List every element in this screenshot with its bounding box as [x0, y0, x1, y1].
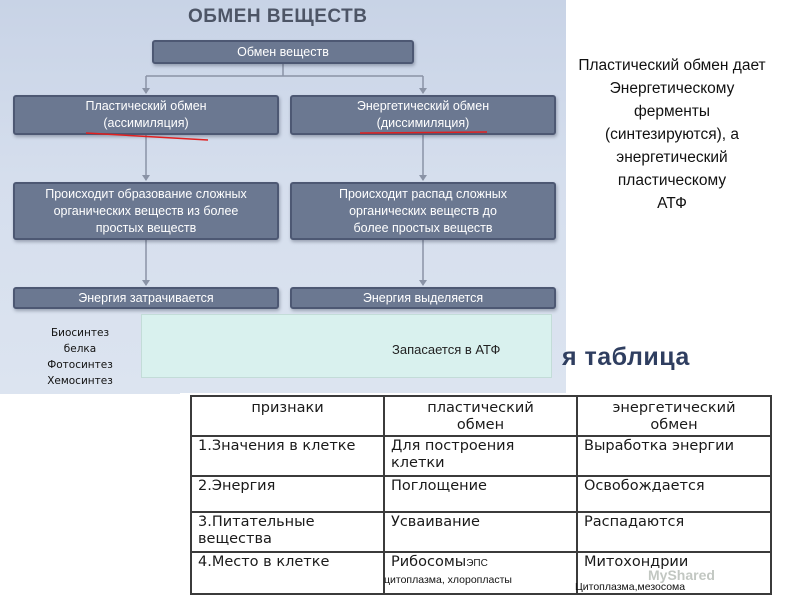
red-underlines — [85, 131, 488, 141]
dissimilation-label: (диссимиляция) — [376, 116, 470, 130]
plastic-desc-line: простых веществ — [95, 220, 197, 235]
underline-dissimilation — [359, 131, 488, 134]
table-cell: 4.Место в клетке — [190, 551, 385, 595]
energy-consumed-box: Энергия затрачивается — [13, 287, 279, 309]
arrow-head — [419, 175, 427, 181]
arrow-head — [142, 88, 150, 94]
energy-desc-line: более простых веществ — [353, 220, 493, 235]
note-line: Энергетическому — [609, 80, 735, 97]
table-row: 1.Значения в клетке Для построения клетк… — [190, 435, 772, 477]
energy-released-box: Энергия выделяется — [290, 287, 556, 309]
comparison-table-panel: признаки пластический обмен энергетическ… — [180, 393, 780, 598]
table-cell: Распадаются — [576, 511, 772, 553]
process-item: Биосинтез — [50, 327, 110, 339]
underline-assimilation — [85, 132, 209, 141]
energy-released-label: Энергия выделяется — [362, 290, 484, 305]
metabolism-label: Обмен веществ — [237, 44, 329, 59]
note-line: ферменты — [633, 103, 711, 120]
note-line: энергетический — [616, 149, 728, 166]
cytoplasm-chloroplasts-note: цитоплазма, хлоропласты — [384, 574, 512, 586]
plastic-description-box: Происходит образование сложных органичес… — [13, 182, 279, 240]
watermark-logo: MyShared — [648, 567, 715, 583]
plastic-desc-line: Происходит образование сложных — [45, 186, 247, 201]
plastic-exchange-box: Пластический обмен (ассимиляция) — [13, 95, 279, 135]
header-criteria: признаки — [190, 395, 385, 437]
atp-storage-label: Запасается в АТФ — [392, 342, 501, 357]
energy-desc-line: органических веществ до — [349, 203, 497, 218]
note-line: (синтезируются), а — [604, 126, 740, 143]
process-item: Хемосинтез — [47, 375, 113, 387]
table-cell: Освобождается — [576, 475, 772, 513]
process-list: Биосинтез белка Фотосинтез Хемосинтез — [40, 325, 120, 389]
table-row: 4.Место в клетке РибосомыЭПС Митохондрии — [190, 551, 772, 595]
assimilation-label: (ассимиляция) — [103, 116, 189, 130]
table-header-row: признаки пластический обмен энергетическ… — [190, 395, 772, 437]
energy-desc-line: Происходит распад сложных — [338, 186, 508, 201]
diagram-panel: ОБМЕН ВЕЩЕСТВ Обмен веществ Пластический… — [0, 0, 566, 394]
eps-text: ЭПС — [466, 558, 488, 569]
table-cell: Выработка энергии — [576, 435, 772, 477]
table-title: я таблица — [562, 343, 690, 371]
note-line: пластическому — [617, 172, 727, 189]
table-cell: 1.Значения в клетке — [190, 435, 385, 477]
arrow-head — [142, 280, 150, 286]
diagram-title: ОБМЕН ВЕЩЕСТВ — [188, 6, 368, 27]
arrow-head — [142, 175, 150, 181]
header-energy: энергетический обмен — [576, 395, 772, 437]
energy-description-box: Происходит распад сложных органических в… — [290, 182, 556, 240]
atp-storage-box — [141, 314, 552, 378]
table-cell: Для построения клетки — [383, 435, 578, 477]
arrow-head — [419, 88, 427, 94]
process-item: Фотосинтез — [47, 359, 113, 371]
diagram-connectors — [142, 64, 427, 286]
comparison-table: признаки пластический обмен энергетическ… — [190, 395, 772, 595]
header-plastic: пластический обмен — [383, 395, 578, 437]
note-line: АТФ — [657, 195, 687, 212]
plastic-desc-line: органических веществ из более — [53, 203, 239, 218]
table-row: 3.Питательные вещества Усваивание Распад… — [190, 511, 772, 553]
ribosomes-text: Рибосомы — [391, 554, 467, 570]
table-cell: 2.Энергия — [190, 475, 385, 513]
table-row: 2.Энергия Поглощение Освобождается — [190, 475, 772, 513]
energy-exchange-box: Энергетический обмен (диссимиляция) — [290, 95, 556, 135]
table-cell: Усваивание — [383, 511, 578, 553]
process-item: белка — [63, 343, 97, 355]
note-line: Пластический обмен дает — [578, 57, 766, 74]
cytoplasm-mesosome-note: Цитоплазма,мезосома — [575, 581, 686, 593]
energy-exchange-label: Энергетический обмен — [356, 99, 490, 113]
plastic-exchange-label: Пластический обмен — [85, 99, 207, 113]
table-cell: РибосомыЭПС — [383, 551, 578, 595]
explanation-note: Пластический обмен дает Энергетическому … — [548, 54, 796, 215]
table-cell: 3.Питательные вещества — [190, 511, 385, 553]
energy-consumed-label: Энергия затрачивается — [78, 290, 214, 305]
metabolism-box: Обмен веществ — [152, 40, 414, 64]
table-cell: Митохондрии — [576, 551, 772, 595]
arrow-head — [419, 280, 427, 286]
table-cell: Поглощение — [383, 475, 578, 513]
